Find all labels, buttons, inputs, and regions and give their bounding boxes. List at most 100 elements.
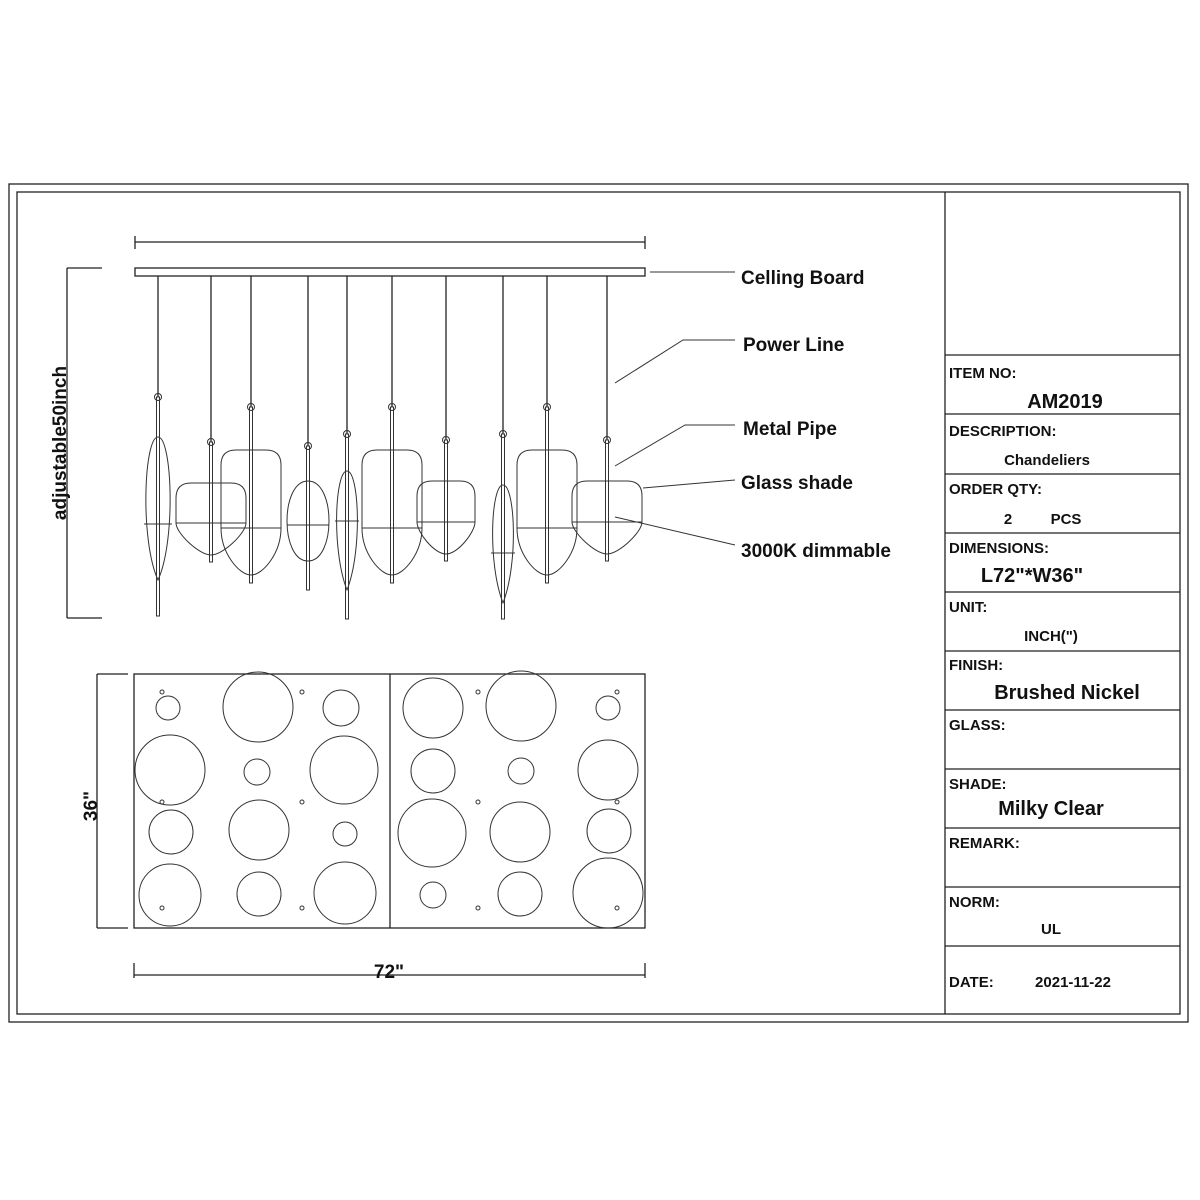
dimensions-label: DIMENSIONS:: [949, 540, 1049, 557]
mount-point: [159, 689, 165, 695]
shade-circle: [322, 689, 360, 727]
length-dimension-line: [133, 963, 646, 978]
mount-point: [614, 799, 620, 805]
mount-point: [475, 799, 481, 805]
glass-shade: [175, 482, 247, 556]
pendant: [286, 276, 330, 591]
shade-circle: [236, 871, 282, 917]
length-dimension-label: 72": [374, 962, 404, 983]
mount-point: [159, 905, 165, 911]
pipe-joint: [499, 430, 507, 438]
pendants: [144, 276, 643, 620]
glass-shade: [416, 480, 476, 555]
pendant: [220, 276, 282, 584]
shade-circle: [507, 757, 535, 785]
shade-circle: [243, 758, 271, 786]
pendant: [571, 276, 643, 562]
ceiling-board-label: Celling Board: [741, 268, 865, 289]
norm-label: NORM:: [949, 894, 1000, 911]
glass-label: GLASS:: [949, 717, 1006, 734]
mount-point: [299, 689, 305, 695]
pendant: [175, 276, 247, 563]
date-value: 2021-11-22: [1035, 974, 1111, 991]
pipe-joint: [543, 403, 551, 411]
shade-circle: [138, 863, 202, 927]
elevation-view: adjustable50inch Celling Board Power Lin…: [50, 236, 891, 620]
metal-pipe-label: Metal Pipe: [743, 419, 837, 440]
pendant: [144, 276, 172, 617]
finish-label: FINISH:: [949, 657, 1003, 674]
light-label: 3000K dimmable: [741, 541, 891, 562]
dimensions-value: L72"*W36": [981, 565, 1083, 587]
glass-shade: [571, 480, 643, 555]
mount-point: [614, 689, 620, 695]
metal-pipe: [444, 439, 448, 562]
pendant: [516, 276, 578, 584]
metal-pipe: [545, 406, 549, 584]
glass-shade: [492, 484, 514, 605]
mount-point: [614, 905, 620, 911]
pipe-joint: [388, 403, 396, 411]
pendant: [361, 276, 423, 584]
metal-pipe: [345, 433, 349, 620]
unit-value: INCH("): [1024, 628, 1078, 645]
metal-pipe: [209, 441, 213, 563]
glass-shade: [516, 449, 578, 576]
pipe-joint: [304, 442, 312, 450]
metal-pipe: [306, 445, 310, 591]
remark-label: REMARK:: [949, 835, 1020, 852]
shade-label: SHADE:: [949, 776, 1007, 793]
mount-point: [475, 689, 481, 695]
metal-pipe: [249, 406, 253, 584]
shade-circle: [586, 808, 632, 854]
shade-circle: [419, 881, 447, 909]
ceiling-board: [134, 267, 646, 277]
shade-circle: [313, 861, 377, 925]
glass-shade: [145, 436, 171, 582]
power-line-label: Power Line: [743, 335, 844, 356]
glass-shade: [286, 480, 330, 562]
plan-circles: [134, 670, 644, 929]
height-dimension-label: adjustable50inch: [50, 366, 71, 520]
shade-circle: [489, 801, 551, 863]
glass-shade-label: Glass shade: [741, 473, 853, 494]
shade-circle: [155, 695, 181, 721]
shade-circle: [332, 821, 358, 847]
pipe-joint: [603, 436, 611, 444]
shade-circle: [410, 748, 456, 794]
outer-border: [8, 183, 1189, 1023]
plan-view: 36" 72": [81, 670, 646, 983]
mount-point: [159, 799, 165, 805]
description-value: Chandeliers: [1004, 452, 1090, 469]
pipe-joint: [343, 430, 351, 438]
unit-label: UNIT:: [949, 599, 987, 616]
shade-circle: [228, 799, 290, 861]
power-line-leader: [614, 339, 735, 384]
metal-pipe: [605, 439, 609, 562]
item-no-label: ITEM NO:: [949, 365, 1017, 382]
shade-circle: [397, 798, 467, 868]
mount-point: [475, 905, 481, 911]
inner-border: [16, 191, 1181, 1015]
pipe-joint: [247, 403, 255, 411]
glass-shade: [336, 470, 358, 592]
metal-pipe: [501, 433, 505, 620]
width-dimension-line: [96, 673, 128, 929]
pendant: [335, 276, 359, 620]
shade-circle: [148, 809, 194, 855]
shade-circle: [497, 871, 543, 917]
mount-point: [299, 905, 305, 911]
glass-shade: [220, 449, 282, 576]
norm-value: UL: [1041, 921, 1061, 938]
finish-value: Brushed Nickel: [994, 682, 1140, 704]
glass-shade: [361, 449, 423, 576]
mount-point: [299, 799, 305, 805]
top-dimension-line: [134, 236, 646, 249]
shade-circle: [309, 735, 379, 805]
shade-circle: [402, 677, 464, 739]
shade-circle: [222, 671, 294, 743]
order-qty-unit: PCS: [1051, 511, 1082, 528]
date-label: DATE:: [949, 974, 994, 991]
light-leader: [614, 516, 736, 546]
